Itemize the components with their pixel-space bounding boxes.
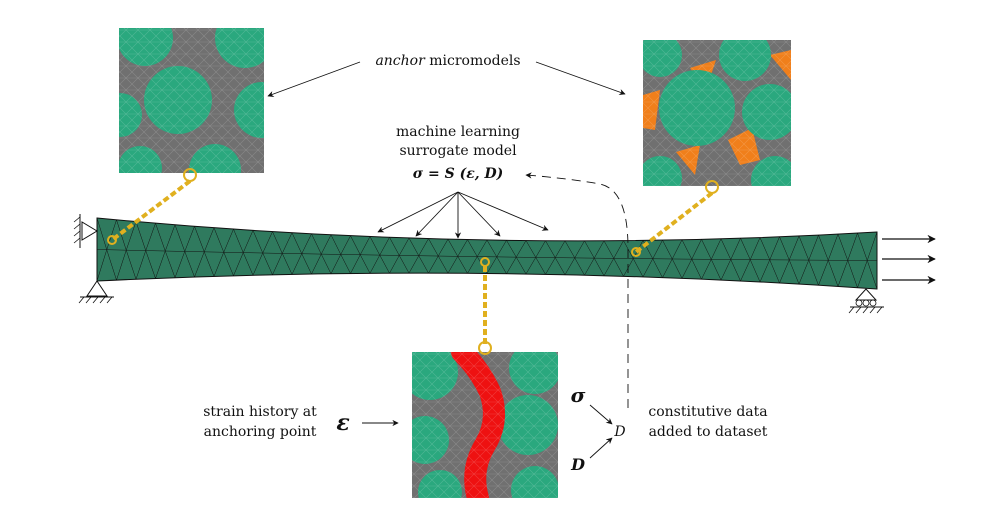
constitutive-label-line1: constitutive data (648, 404, 767, 420)
beam-mesh (96, 217, 878, 290)
constitutive-label-line2: added to dataset (649, 424, 768, 440)
micromodel-top-left (119, 28, 264, 173)
strain-label-line1: strain history at (203, 404, 317, 420)
anchor-micromodels-label: anchor micromodels (375, 53, 520, 69)
ml-label-line2: surrogate model (399, 143, 517, 159)
beam (96, 217, 878, 290)
chain-top-right (631, 180, 719, 257)
ml-label-line1: machine learning (396, 124, 520, 140)
applied-load-arrows (882, 234, 936, 285)
micromodel-top-right (643, 40, 791, 186)
chain-top-left (107, 168, 197, 245)
strain-label-line2: anchoring point (204, 424, 317, 440)
pin-support-top-left (73, 214, 98, 248)
chain-bottom (478, 257, 492, 355)
micromodel-bottom (412, 352, 558, 498)
sigma-symbol: σ (571, 383, 586, 407)
epsilon-symbol: ε (336, 410, 349, 436)
D-symbol: D (570, 455, 585, 474)
roller-support-right (848, 288, 884, 314)
pin-support-bottom-left (78, 280, 114, 304)
dataset-symbol: D (613, 424, 625, 440)
annotation-arrows (267, 61, 629, 459)
surrogate-formula: σ = S (ε, D) (413, 166, 503, 182)
